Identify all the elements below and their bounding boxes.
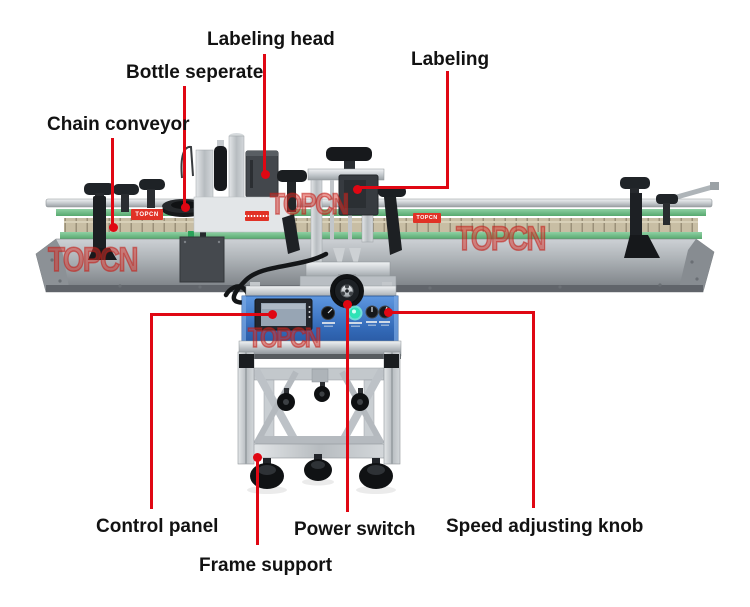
left-guide-clamps: [84, 179, 165, 260]
labeling-head-assembly: [180, 133, 307, 233]
control-panel-screen: [254, 298, 313, 331]
callout-label-labeling-head: Labeling head: [207, 29, 335, 50]
guide-rail-front: [60, 232, 702, 239]
brand-sticker-left: TOPCN: [131, 209, 163, 220]
callout-line-speed-knob-h: [390, 311, 535, 314]
gantry-knob: [326, 147, 372, 161]
right-guide-clamps: [620, 177, 678, 258]
brand-sticker-cn: [245, 211, 269, 221]
frame-support-structure: [237, 351, 401, 494]
callout-dot-power-switch: [343, 300, 352, 309]
control-box: [238, 274, 402, 359]
callout-label-chain-conveyor: Chain conveyor: [47, 114, 190, 135]
guide-rail-back: [56, 209, 706, 216]
grip-handle: [214, 146, 227, 191]
callout-line-bottle-seperate: [183, 86, 186, 205]
brand-watermark-right: TOPCN: [455, 219, 547, 259]
callout-dot-control-panel: [268, 310, 277, 319]
inner-casters: [277, 382, 369, 411]
power-switch-knob: [321, 306, 335, 320]
callout-label-frame-support: Frame support: [199, 555, 333, 576]
power-cable: [223, 251, 329, 305]
callout-line-chain-conveyor: [111, 138, 114, 226]
brand-watermark-left: TOPCN: [47, 240, 139, 280]
callout-dot-speed-knob: [384, 308, 393, 317]
panel-caption-marks: [322, 321, 390, 327]
callout-line-control-panel-v: [150, 313, 153, 509]
brand-sticker-right: TOPCN: [413, 213, 441, 223]
callout-label-bottle-seperate: Bottle seperate: [126, 62, 264, 83]
callout-dot-labeling-head: [261, 170, 270, 179]
conveyor-end-left: [36, 239, 70, 292]
callout-line-labeling-v: [446, 71, 449, 188]
conveyor-end-right: [678, 239, 714, 292]
power-button-green: [347, 305, 363, 321]
callout-line-power-switch: [346, 306, 349, 512]
rail-end-bracket: [710, 182, 719, 190]
brand-watermark-center: TOPCN: [269, 187, 349, 222]
callout-line-control-panel-h: [150, 313, 272, 316]
callout-line-frame-support: [256, 460, 259, 545]
callout-label-labeling: Labeling: [411, 49, 490, 70]
callout-label-power-switch: Power switch: [294, 519, 416, 540]
callout-dot-labeling: [353, 185, 362, 194]
conveyor-switch-box: [179, 231, 225, 283]
callout-line-labeling-head: [263, 54, 266, 172]
brand-watermark-control-box: TOPCN: [247, 321, 322, 354]
callout-label-control-panel: Control panel: [96, 516, 219, 537]
screws: [50, 258, 699, 290]
side-rail: [45, 198, 713, 208]
bottom-casters: [247, 454, 396, 494]
callout-dot-bottle-seperate: [181, 203, 190, 212]
callout-line-speed-knob-v: [532, 311, 535, 508]
callout-line-labeling-h: [356, 186, 449, 189]
callout-dot-chain-conveyor: [109, 223, 118, 232]
callout-label-speed-adjusting-knob: Speed adjusting knob: [446, 516, 644, 537]
callout-dot-frame-support: [253, 453, 262, 462]
